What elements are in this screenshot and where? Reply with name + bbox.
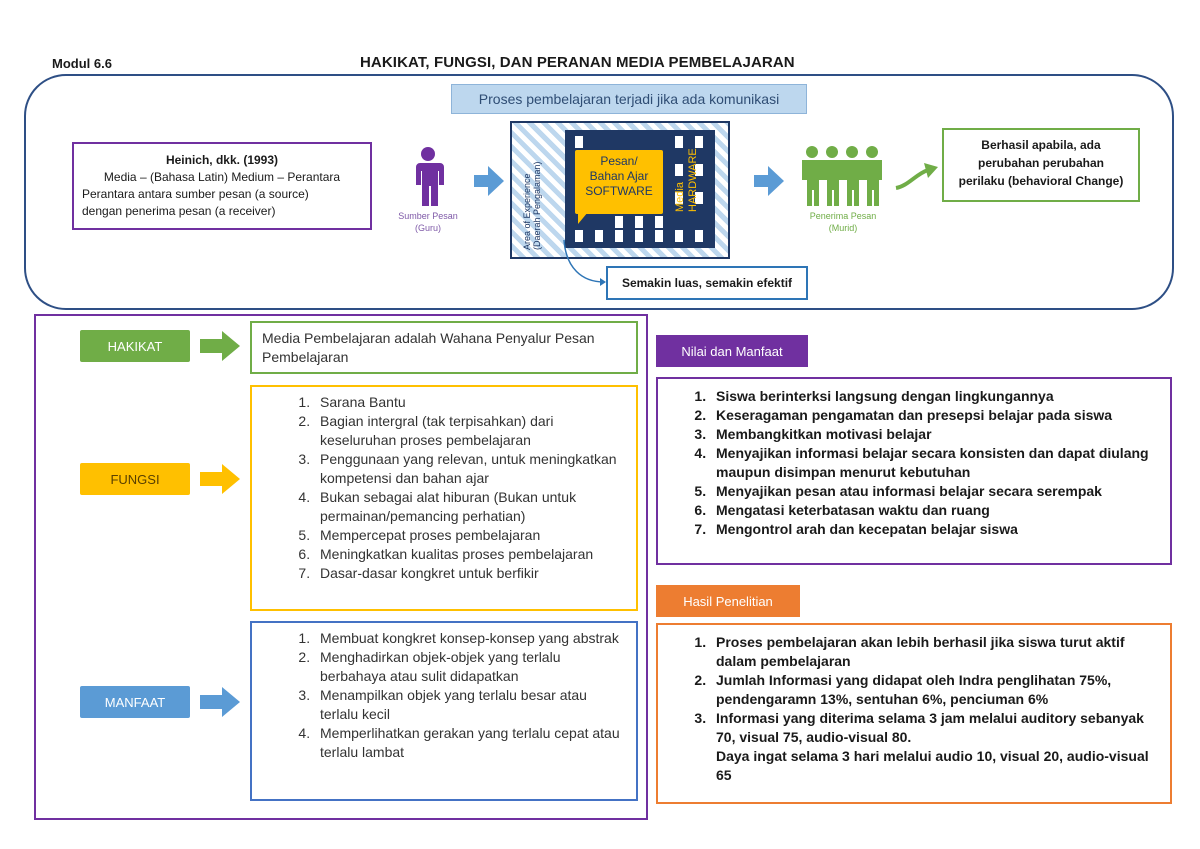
area-of-experience-label: Area of Experience (Daerah Pengalaman) (522, 161, 542, 250)
page-title: HAKIKAT, FUNGSI, DAN PERANAN MEDIA PEMBE… (360, 54, 795, 71)
berhasil-line-3: perilaku (behavioral Change) (958, 174, 1124, 188)
sumber-pesan-label: Sumber Pesan (Guru) (388, 210, 468, 234)
list-item: Sarana Bantu (314, 393, 626, 412)
manfaat-content: Membuat kongkret konsep-konsep yang abst… (250, 621, 638, 801)
hakikat-tag: HAKIKAT (80, 330, 190, 362)
students-group-icon (802, 146, 882, 206)
list-item: Menghadirkan objek-objek yang terlalu be… (314, 648, 626, 686)
heinich-definition-box: Heinich, dkk. (1993) Media – (Bahasa Lat… (72, 142, 372, 230)
list-item: Menyajikan pesan atau informasi belajar … (710, 482, 1160, 501)
media-line-1: Media (674, 182, 686, 212)
hakikat-fungsi-manfaat-frame (34, 314, 648, 820)
nilai-manfaat-tag: Nilai dan Manfaat (656, 335, 808, 367)
list-item: Mengontrol arah dan kecepatan belajar si… (710, 520, 1160, 539)
hakikat-content: Media Pembelajaran adalah Wahana Penyalu… (250, 321, 638, 374)
list-item: Mengatasi keterbatasan waktu dan ruang (710, 501, 1160, 520)
list-item: Jumlah Informasi yang didapat oleh Indra… (710, 671, 1160, 709)
list-item: Informasi yang diterima selama 3 jam mel… (710, 709, 1160, 747)
arrow-right-icon (200, 331, 240, 361)
manfaat-list: Membuat kongkret konsep-konsep yang abst… (262, 629, 626, 762)
list-item: Dasar-dasar kongkret untuk berfikir (314, 564, 626, 583)
pesan-line-2: Bahan Ajar (589, 169, 649, 183)
list-item: Menyajikan informasi belajar secara kons… (710, 444, 1160, 482)
heinich-line-2: Perantara antara sumber pesan (a source) (82, 187, 309, 201)
berhasil-line-2: perubahan perubahan (977, 156, 1105, 170)
nilai-manfaat-box: Siswa berinterksi langsung dengan lingku… (656, 377, 1172, 565)
berhasil-line-1: Berhasil apabila, ada (981, 138, 1101, 152)
proses-label-box: Proses pembelajaran terjadi jika ada kom… (451, 84, 807, 114)
fungsi-content: Sarana Bantu Bagian intergral (tak terpi… (250, 385, 638, 611)
arrow-right-icon (200, 464, 240, 494)
teacher-person-icon (416, 147, 444, 206)
heinich-title: Heinich, dkk. (1993) (165, 153, 279, 167)
heinich-line-1: Media – (Bahasa Latin) Medium – Perantar… (103, 170, 341, 184)
bubble-tail (578, 212, 594, 224)
curved-green-arrow-icon (895, 163, 938, 190)
nilai-list: Siswa berinterksi langsung dengan lingku… (668, 387, 1160, 539)
media-line-2: HARDWARE (687, 148, 699, 212)
hasil-list: Proses pembelajaran akan lebih berhasil … (668, 633, 1160, 747)
hasil-penelitian-tag: Hasil Penelitian (656, 585, 800, 617)
list-item: Keseragaman pengamatan dan presepsi bela… (710, 406, 1160, 425)
module-label: Modul 6.6 (52, 56, 112, 71)
fungsi-tag: FUNGSI (80, 463, 190, 495)
list-item: Mempercepat proses pembelajaran (314, 526, 626, 545)
fungsi-list: Sarana Bantu Bagian intergral (tak terpi… (262, 393, 626, 583)
arrow-right-icon (754, 166, 784, 196)
list-item: Bukan sebagai alat hiburan (Bukan untuk … (314, 488, 626, 526)
curved-arrow-icon (563, 239, 606, 286)
pesan-software-bubble: Pesan/ Bahan Ajar SOFTWARE (575, 150, 663, 214)
list-item: Membangkitkan motivasi belajar (710, 425, 1160, 444)
hasil-extra-line: Daya ingat selama 3 hari melalui audio 1… (716, 748, 1149, 783)
list-item: Meningkatkan kualitas proses pembelajara… (314, 545, 626, 564)
sumber-label-1: Sumber Pesan (398, 211, 458, 221)
pesan-line-3: SOFTWARE (585, 184, 653, 198)
arrow-right-icon (474, 166, 504, 196)
list-item: Siswa berinterksi langsung dengan lingku… (710, 387, 1160, 406)
penerima-pesan-label: Penerima Pesan (Murid) (798, 210, 888, 234)
communication-diagram-frame (24, 74, 1174, 310)
berhasil-box: Berhasil apabila, ada perubahan perubaha… (942, 128, 1140, 202)
list-item: Proses pembelajaran akan lebih berhasil … (710, 633, 1160, 671)
hasil-penelitian-box: Proses pembelajaran akan lebih berhasil … (656, 623, 1172, 804)
list-item: Membuat kongkret konsep-konsep yang abst… (314, 629, 626, 648)
list-item: Memperlihatkan gerakan yang terlalu cepa… (314, 724, 626, 762)
area-line-2: (Daerah Pengalaman) (532, 161, 542, 250)
semakin-luas-box: Semakin luas, semakin efektif (606, 266, 808, 300)
media-hardware-label: Media HARDWARE (674, 148, 700, 212)
list-item: Menampilkan objek yang terlalu besar ata… (314, 686, 626, 724)
arrow-right-icon (200, 687, 240, 717)
manfaat-tag: MANFAAT (80, 686, 190, 718)
list-item: Bagian intergral (tak terpisahkan) dari … (314, 412, 626, 450)
penerima-label-1: Penerima Pesan (809, 211, 877, 221)
sumber-label-2: (Guru) (414, 223, 441, 233)
list-item: Penggunaan yang relevan, untuk meningkat… (314, 450, 626, 488)
pesan-line-1: Pesan/ (600, 154, 638, 168)
heinich-line-3: dengan penerima pesan (a receiver) (82, 204, 276, 218)
penerima-label-2: (Murid) (828, 223, 858, 233)
area-line-1: Area of Experience (522, 173, 532, 250)
